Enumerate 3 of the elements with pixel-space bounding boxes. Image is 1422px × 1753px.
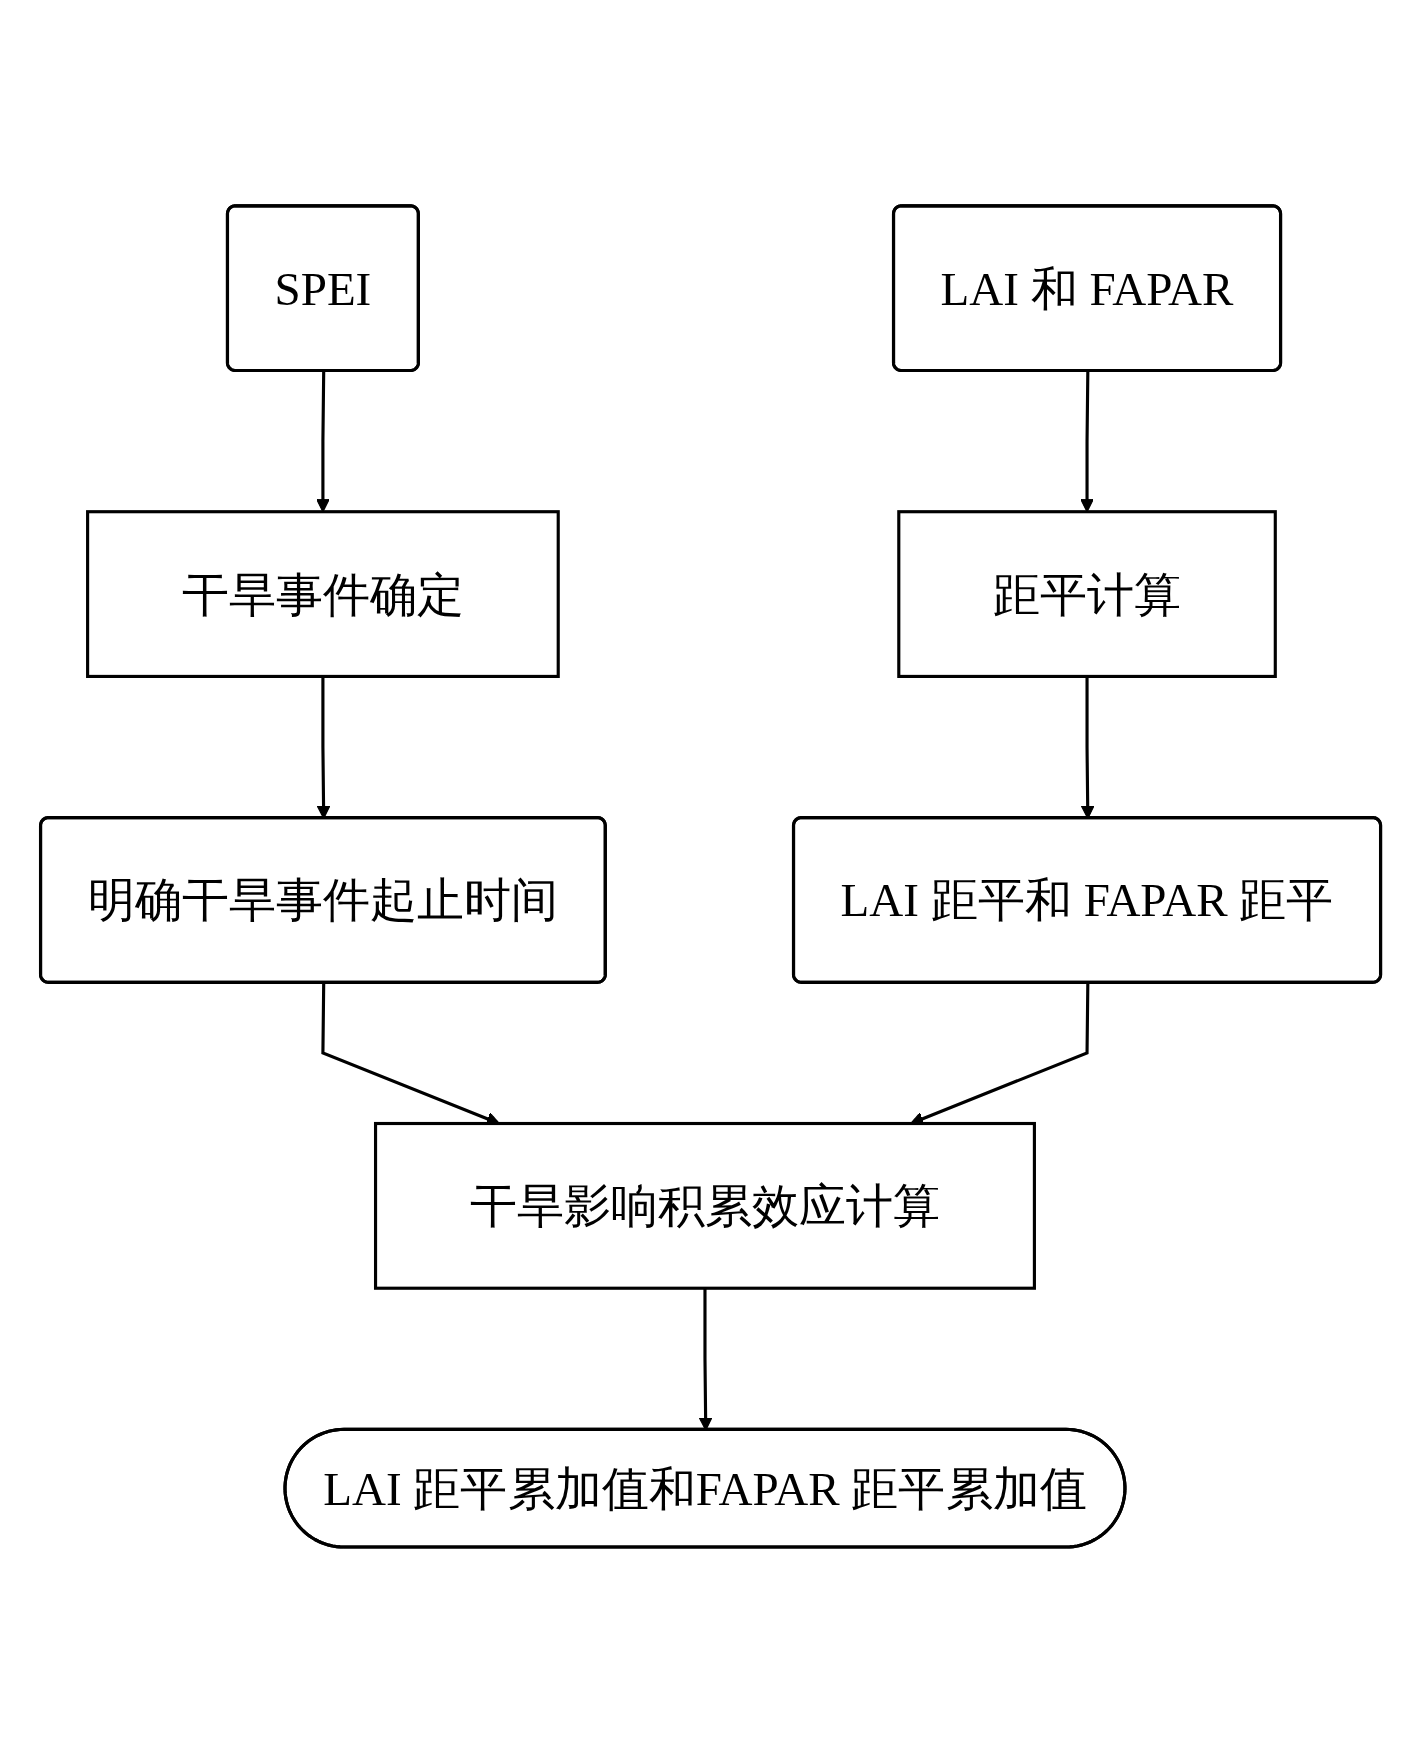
node-box: 距平计算 — [897, 510, 1278, 679]
node-box: 干旱影响积累效应计算 — [374, 1122, 1037, 1290]
node-box: 干旱事件确定 — [86, 510, 561, 679]
